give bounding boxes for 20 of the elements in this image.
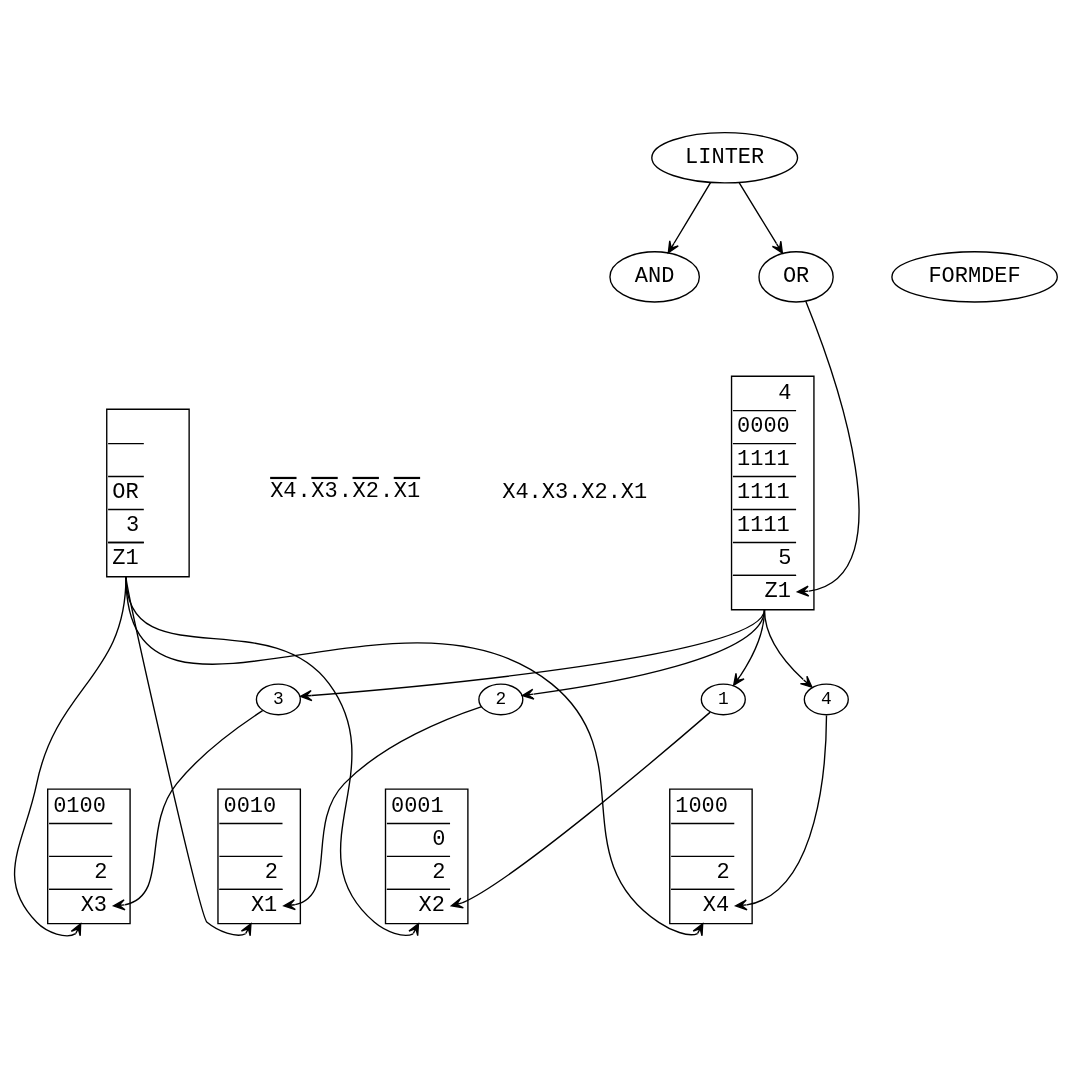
arrow: [450, 711, 711, 909]
arrow: [283, 706, 482, 911]
node-ellipse: LINTER: [651, 131, 799, 184]
node-ellipse: FORMDEF: [891, 251, 1058, 303]
label: X4.X3.X2.X1: [270, 478, 421, 504]
arrow: [112, 709, 264, 911]
node-ellipse: 3: [255, 683, 302, 716]
node-ellipse: OR: [758, 251, 834, 303]
arrow: [738, 182, 784, 254]
arrow: [734, 714, 828, 911]
node-ellipse: AND: [609, 251, 701, 303]
arrow: [763, 609, 813, 688]
node-ellipse: 1: [700, 683, 746, 716]
label: X4.X3.X2.X1: [502, 480, 648, 506]
node-ellipse: 4: [803, 683, 849, 716]
node-ellipse: 2: [478, 683, 524, 716]
arrow: [796, 300, 860, 597]
arrow: [299, 609, 766, 702]
arrow: [667, 182, 712, 254]
arrow: [125, 576, 704, 937]
